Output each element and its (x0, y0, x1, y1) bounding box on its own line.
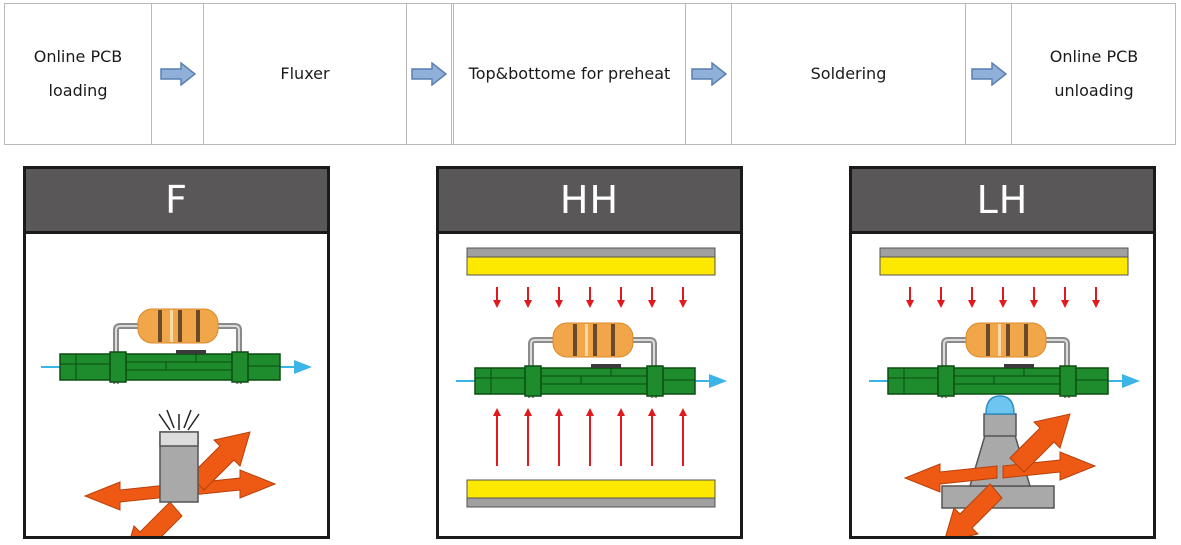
top-heater-icon (466, 247, 716, 276)
panel-soldering: LH (849, 166, 1156, 539)
step-arrow-icon (152, 4, 203, 144)
divider (731, 4, 732, 144)
bottom-heater-icon (466, 479, 716, 508)
step-label-line2: unloading (1054, 81, 1134, 100)
heat-up-arrows-icon (493, 408, 687, 466)
soldering-diagram (852, 247, 1153, 536)
divider (453, 4, 454, 144)
heat-down-arrows-icon (906, 287, 1100, 308)
step-label: Fluxer (280, 64, 330, 83)
panel-header: HH (439, 169, 740, 234)
fluxer-diagram (26, 234, 327, 536)
panel-header: F (26, 169, 327, 234)
step-online-pcb-loading: Online PCB loading (5, 4, 151, 144)
panel-header: LH (852, 169, 1153, 234)
process-flow-bar: Online PCB loading Fluxer Top&bottome for… (4, 3, 1176, 145)
step-preheat: Top&bottome for preheat (454, 4, 685, 144)
panel-fluxer: F (23, 166, 330, 539)
step-fluxer: Fluxer (204, 4, 406, 144)
heat-down-arrows-icon (493, 287, 687, 308)
top-heater-icon (879, 247, 1129, 276)
step-label-line1: Online PCB (1049, 47, 1139, 66)
step-label: Soldering (810, 64, 887, 83)
divider (151, 4, 152, 144)
step-soldering: Soldering (732, 4, 965, 144)
step-label-line1: Online PCB (33, 47, 123, 66)
divider (406, 4, 407, 144)
divider (451, 4, 452, 144)
divider (203, 4, 204, 144)
step-arrow-icon (407, 4, 451, 144)
step-label-line2: loading (48, 81, 108, 100)
preheat-diagram (439, 247, 740, 508)
pcb-board-icon (41, 309, 312, 384)
pcb-board-icon (456, 323, 727, 398)
divider (1011, 4, 1012, 144)
panel-top-bottom-heater: HH (436, 166, 743, 539)
step-online-pcb-unloading: Online PCB unloading (1012, 4, 1176, 144)
spray-nozzle-icon (158, 409, 200, 503)
step-arrow-icon (966, 4, 1011, 144)
divider (685, 4, 686, 144)
divider (965, 4, 966, 144)
step-arrow-icon (686, 4, 731, 144)
pcb-board-icon (869, 323, 1140, 398)
step-label: Top&bottome for preheat (468, 64, 671, 83)
